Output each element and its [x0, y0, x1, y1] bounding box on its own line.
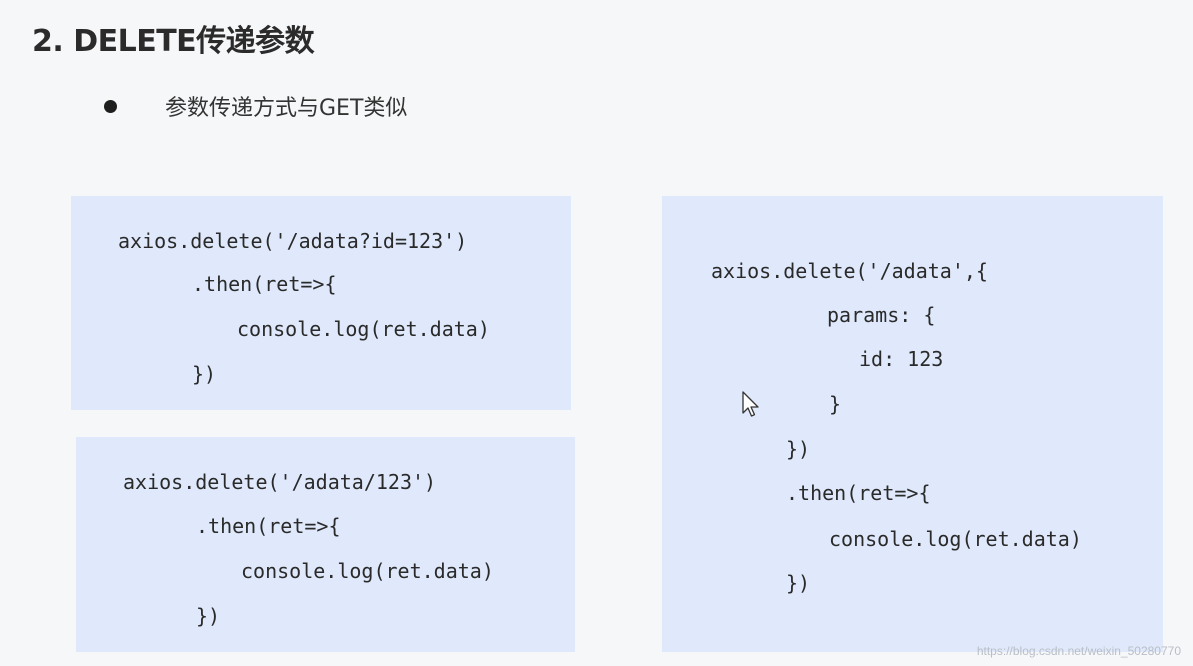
code-line: }) — [192, 362, 217, 386]
code-line: id: 123 — [859, 347, 944, 371]
slide-title: 2. DELETE传递参数 — [32, 24, 315, 59]
code-line: .then(ret=>{ — [196, 514, 341, 538]
code-line: .then(ret=>{ — [192, 272, 337, 296]
code-line: }) — [786, 437, 811, 461]
bullet-dot-icon — [104, 99, 117, 113]
code-line: } — [829, 392, 842, 416]
code-block-params-object — [662, 196, 1163, 652]
bullet-point: 参数传递方式与GET类似 — [104, 90, 407, 122]
code-line: axios.delete('/adata/123') — [123, 470, 437, 494]
code-line: }) — [786, 571, 811, 595]
code-line: console.log(ret.data) — [829, 527, 1082, 551]
code-line: axios.delete('/adata',{ — [711, 259, 988, 283]
code-line: console.log(ret.data) — [241, 559, 494, 583]
code-block-query-string — [71, 196, 571, 410]
code-line: console.log(ret.data) — [237, 317, 490, 341]
code-line: .then(ret=>{ — [786, 481, 931, 505]
bullet-text: 参数传递方式与GET类似 — [165, 96, 408, 121]
code-block-restful — [76, 437, 575, 652]
watermark: https://blog.csdn.net/weixin_50280770 — [976, 644, 1181, 658]
code-line: params: { — [827, 303, 936, 327]
mouse-pointer-icon — [742, 391, 759, 417]
code-line: }) — [196, 604, 221, 628]
code-line: axios.delete('/adata?id=123') — [118, 229, 468, 253]
